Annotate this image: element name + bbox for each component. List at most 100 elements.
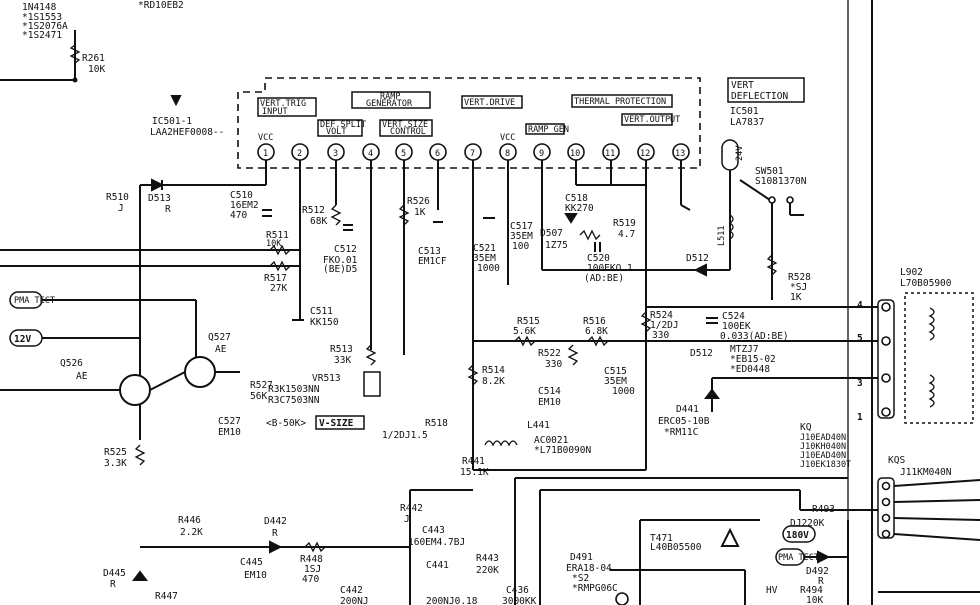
r518-label: R518	[425, 418, 448, 429]
r494-label: R494	[800, 585, 823, 596]
d441-value: ERC05-10B	[658, 416, 710, 427]
v-size-tag	[315, 415, 365, 430]
kq-label: KQ	[800, 422, 812, 433]
r515-label: R515	[517, 316, 540, 327]
ic-pin-row	[257, 143, 690, 161]
r510-label: R510	[106, 192, 129, 203]
r517-resistor	[269, 260, 291, 272]
ic501-1-part: LAA2HEF0008--	[150, 127, 224, 138]
c443-label: C443	[422, 525, 445, 536]
r515-resistor	[514, 335, 536, 347]
conn-pin-1	[881, 407, 891, 417]
conn-pin-5	[881, 336, 891, 346]
yoke-connector	[877, 299, 895, 419]
pin-num-3: 3	[333, 149, 338, 159]
ic501-outline	[237, 77, 701, 169]
r525-label: R525	[104, 447, 127, 458]
c510-label: C510	[230, 190, 253, 201]
r494-value: 10K	[806, 595, 823, 605]
r524-value: 1/2DJ	[650, 320, 679, 331]
r261-value: 10K	[88, 64, 105, 75]
r515-value: 5.6K	[513, 326, 536, 337]
c520-label: C520	[587, 253, 610, 264]
d512-label: D512	[686, 253, 709, 264]
kqs-pin-4	[881, 529, 891, 539]
r443-value: 220K	[476, 565, 499, 576]
d512b-value2: *EB15-02	[730, 354, 776, 365]
r519-value: 4.7	[618, 229, 635, 240]
ramp-gen2-block	[525, 123, 565, 135]
q526-transistor	[119, 374, 151, 406]
r527-label: R527	[250, 380, 273, 391]
d491-value: ERA18-04	[566, 563, 612, 574]
q527-transistor	[184, 356, 216, 388]
c517-value2: 100	[512, 241, 529, 252]
r512-label: R512	[302, 205, 325, 216]
kqs-value: J11KM040N	[900, 467, 952, 478]
r526-resistor	[398, 204, 410, 226]
r441-label: R441	[462, 456, 485, 467]
r528-label: R528	[788, 272, 811, 283]
pin-num-6: 6	[435, 149, 440, 159]
r525-resistor	[134, 444, 146, 466]
vr513-value2: R3C7503NN	[268, 395, 320, 406]
d512b-value: MTZJ7	[730, 344, 759, 355]
c517-value: 35EM	[510, 231, 533, 242]
c442-value: 200NJ	[340, 596, 369, 605]
t471-value: L40B05500	[650, 542, 702, 553]
junction	[72, 77, 78, 83]
d513-label: D513	[148, 193, 171, 204]
vert-drive-block	[461, 95, 523, 109]
r442-value: J	[404, 514, 410, 525]
ramp-gen2-label: RAMP GEN	[528, 125, 569, 135]
r516-value: 6.8K	[585, 326, 608, 337]
r261-resistor	[69, 44, 81, 64]
l902-coil-lower	[928, 374, 935, 408]
r512-resistor	[330, 204, 342, 226]
pin-num-12: 12	[640, 149, 650, 159]
c521-label: C521	[473, 243, 496, 254]
c436-label: C436	[506, 585, 529, 596]
d513-value: R	[165, 204, 171, 215]
r261-label: R261	[82, 53, 105, 64]
r511-value: 10K	[266, 239, 282, 249]
pin-num-1: 1	[263, 149, 268, 159]
c442-label: C442	[340, 585, 363, 596]
vr513-pot	[363, 371, 381, 397]
kqs-pin-1	[881, 481, 891, 491]
d491-label: D491	[570, 552, 593, 563]
ground-symbol	[170, 95, 182, 107]
c520-value2: (AD:BE)	[584, 273, 624, 284]
d513-diode	[151, 178, 165, 192]
c445-value: EM10	[244, 570, 267, 581]
r512-value: 68K	[310, 216, 327, 227]
r516-label: R516	[583, 316, 606, 327]
r513-value: 33K	[334, 355, 351, 366]
kqs-out-4	[893, 533, 980, 541]
r528-value2: 1K	[790, 292, 802, 303]
vert-size-label: VERT.SIZE	[382, 120, 428, 130]
r446-value: 2.2K	[180, 527, 203, 538]
pin-num-9: 9	[539, 149, 544, 159]
ic501-1-ref: IC501-1	[152, 116, 192, 127]
c511-value: KK150	[310, 317, 339, 328]
r448-value: 1SJ	[304, 564, 321, 575]
r525-value: 3.3K	[104, 458, 127, 469]
c510-value2: 470	[230, 210, 247, 221]
l511-label: L511	[717, 226, 727, 246]
ramp-label: RAMP	[380, 92, 400, 102]
diode-top-label: 1N4148	[22, 2, 57, 13]
conn-num-3: 3	[857, 378, 863, 389]
pin-num-13: 13	[675, 149, 685, 159]
c518-value: KK270	[565, 203, 594, 214]
kq-part-4: J10EK1830T	[800, 460, 851, 470]
r441-value: 15.1K	[460, 467, 489, 478]
r514-value: 8.2K	[482, 376, 505, 387]
def-split-block	[317, 119, 363, 137]
vert-deflection-tag	[727, 77, 805, 103]
sw501-contact2	[786, 196, 794, 204]
l902-label: L902	[900, 267, 923, 278]
r447-label: R447	[155, 591, 178, 602]
pin-wires	[265, 160, 691, 470]
q527-label: Q527	[208, 332, 231, 343]
